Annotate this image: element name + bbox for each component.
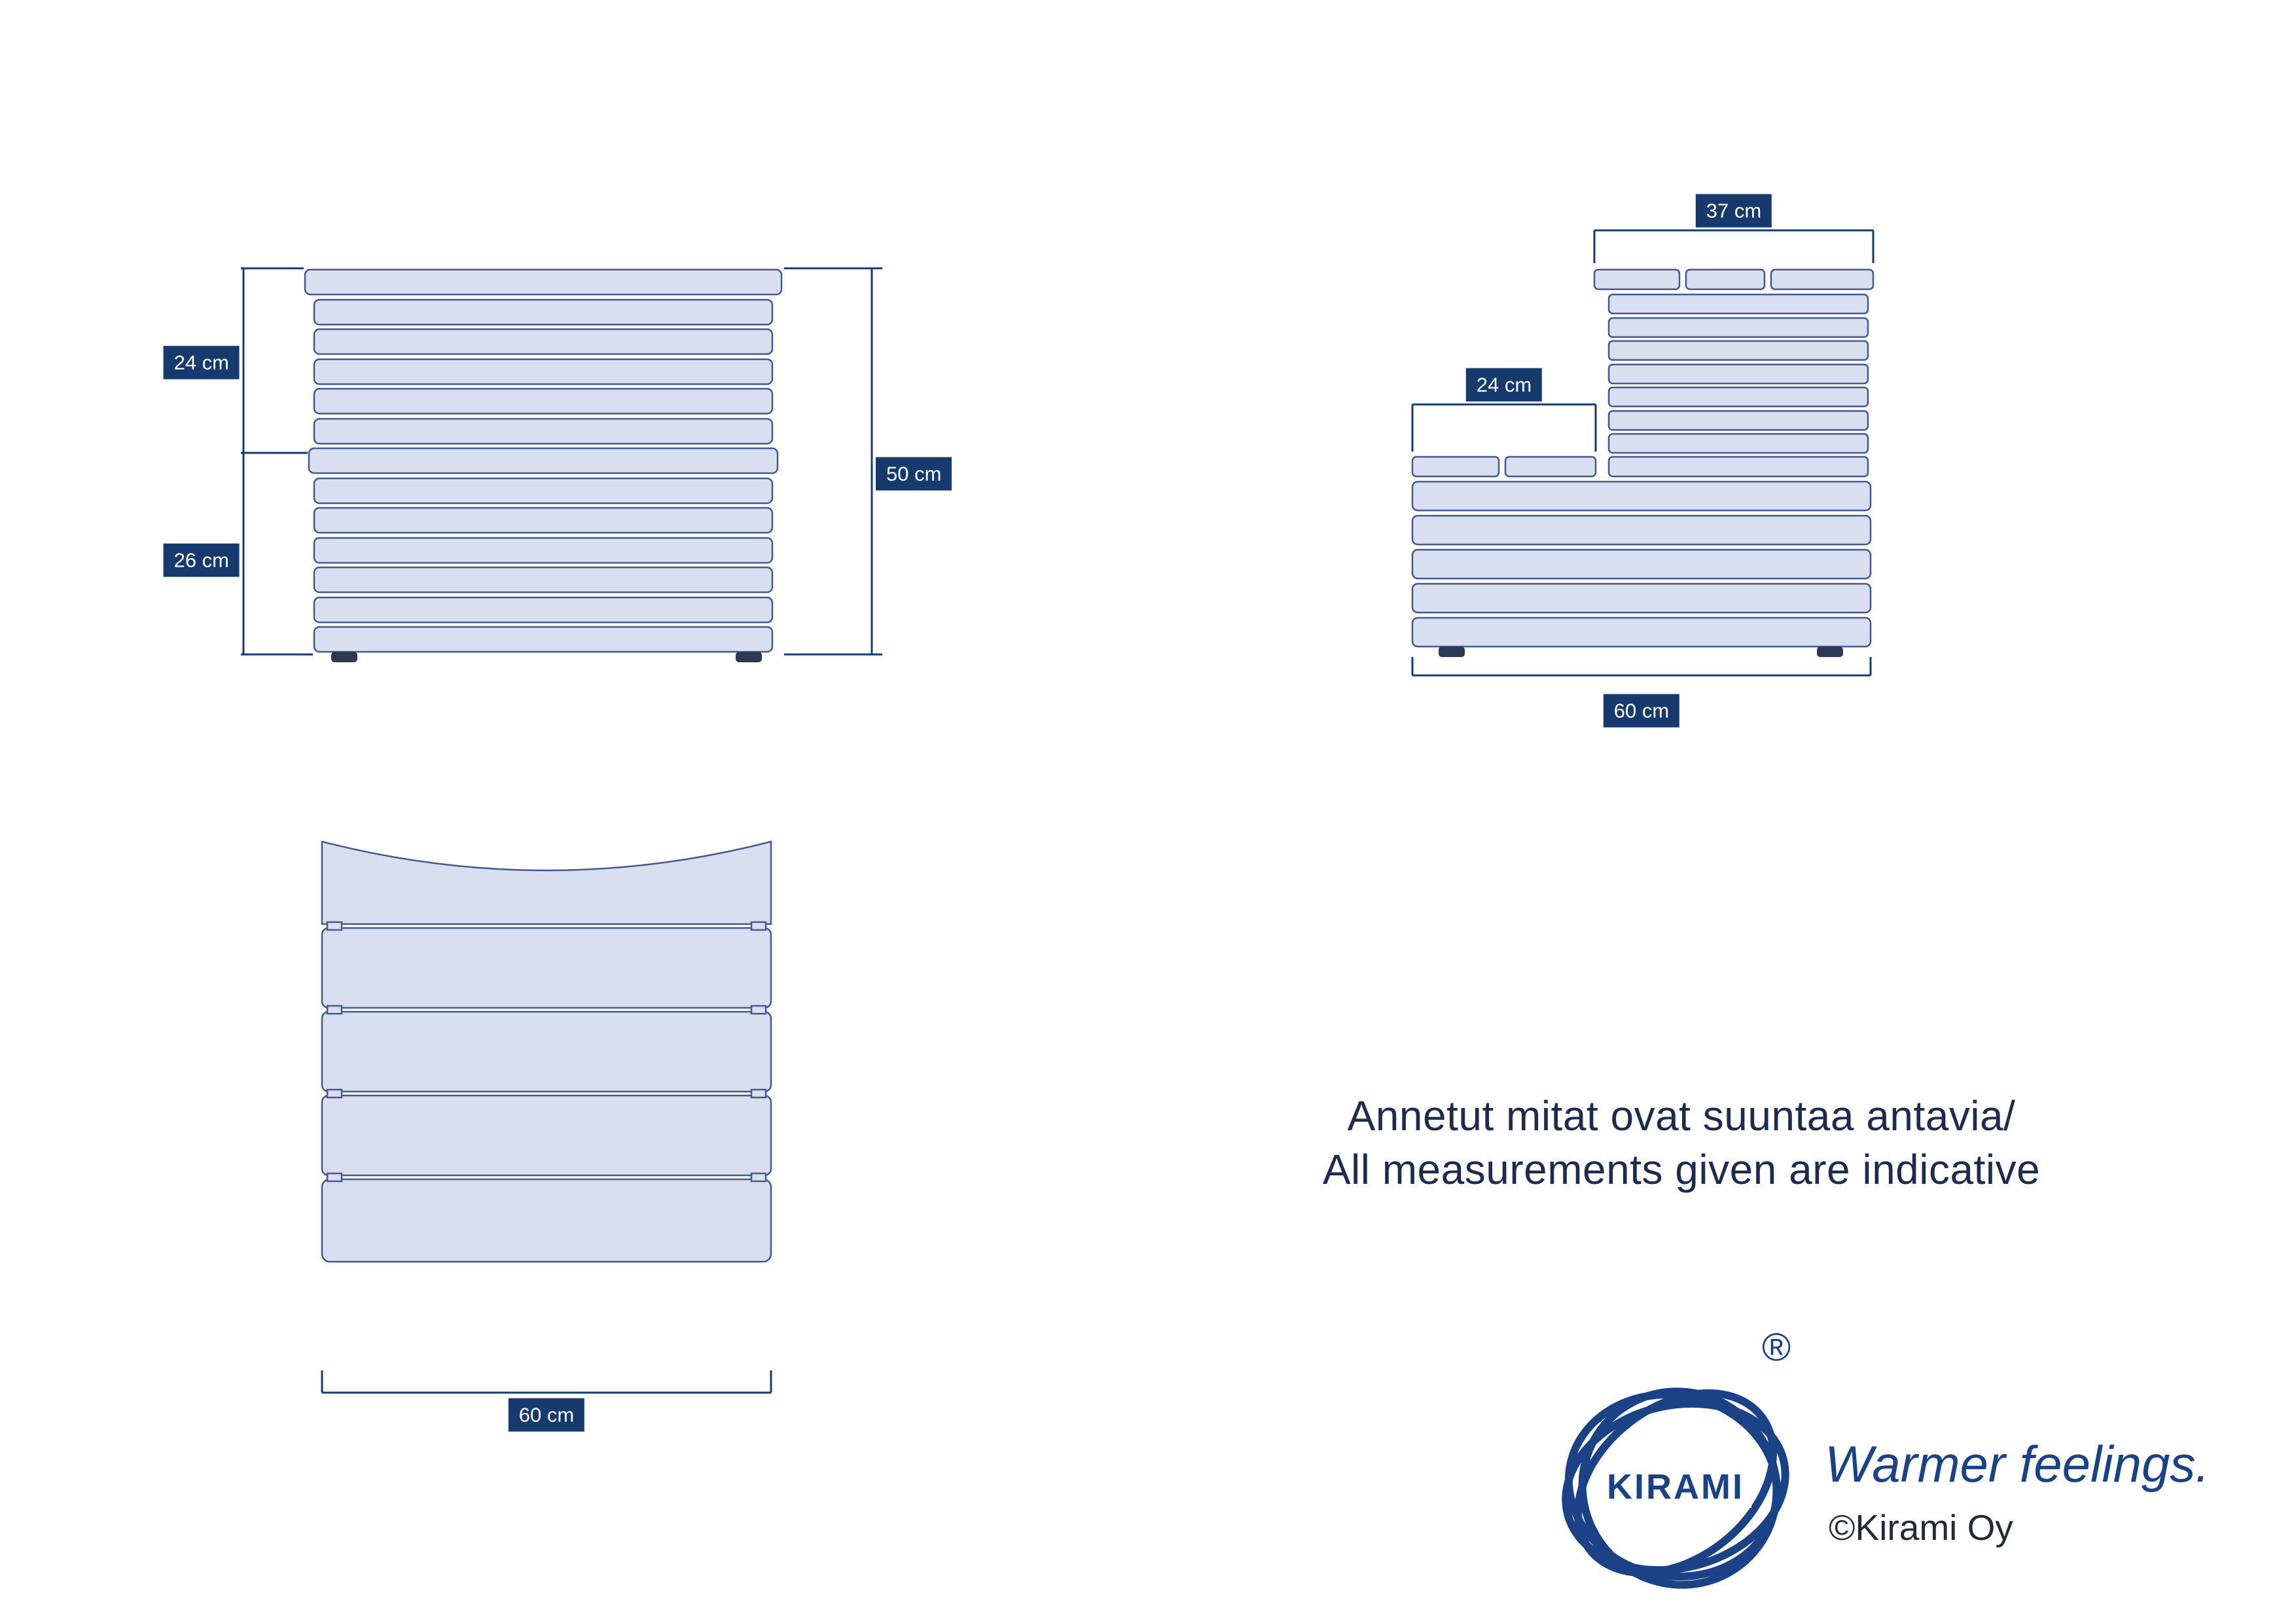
dim-label-front-upper-height: 24 cm xyxy=(163,346,240,380)
slat-board xyxy=(1411,480,1872,512)
slat-board xyxy=(1411,455,1500,478)
slat-board xyxy=(313,507,774,534)
slat-board xyxy=(321,1010,772,1093)
joint-tab xyxy=(326,921,343,931)
slat-board xyxy=(1593,268,1681,291)
slat-board xyxy=(321,1178,772,1263)
dim-label-front-total-height: 50 cm xyxy=(876,457,952,491)
slat-board xyxy=(1685,268,1766,291)
dim-label-topview-width: 60 cm xyxy=(508,1398,585,1432)
slat-board xyxy=(1607,317,1869,338)
brand-tagline: Warmer feelings. xyxy=(1825,1435,2210,1493)
slat-board xyxy=(308,447,779,474)
top-view xyxy=(321,840,772,1394)
kirami-logo: KIRAMI xyxy=(1562,1387,1789,1589)
logo-ring xyxy=(1573,1389,1778,1577)
slat-board xyxy=(313,328,774,355)
dim-label-side-step-width: 24 cm xyxy=(1465,368,1543,402)
dim-label-side-total-width: 60 cm xyxy=(1603,694,1680,728)
copyright-text: ©Kirami Oy xyxy=(1829,1507,2013,1548)
joint-tab xyxy=(326,1088,343,1099)
slat-board xyxy=(313,477,774,505)
side-view xyxy=(1411,229,1874,677)
logo-swirl xyxy=(1562,1387,1789,1589)
kirami-logo-text: KIRAMI xyxy=(1607,1467,1744,1507)
slat-board xyxy=(1504,455,1597,478)
joint-tab xyxy=(326,1005,343,1015)
slat-board xyxy=(313,596,774,624)
foot-pad xyxy=(331,652,357,662)
slat-board xyxy=(1607,293,1869,315)
foot-pad xyxy=(1817,647,1843,657)
registered-trademark-symbol: ® xyxy=(1762,1325,1791,1369)
joint-tab xyxy=(750,1088,767,1099)
slat-board xyxy=(313,358,774,385)
slat-board xyxy=(1607,455,1869,478)
slat-board xyxy=(1411,514,1872,546)
slat-board xyxy=(321,927,772,1009)
slat-board xyxy=(313,537,774,564)
top-view-dimension-lines xyxy=(321,1370,772,1394)
slat-board xyxy=(1411,548,1872,580)
slat-board xyxy=(1411,616,1872,648)
logo-ring xyxy=(1578,1387,1781,1589)
measurements-note: Annetut mitat ovat suuntaa antavia/ All … xyxy=(1141,1086,2221,1199)
dim-label-front-lower-height: 26 cm xyxy=(163,543,240,577)
foot-pad xyxy=(1439,647,1465,657)
top-view-boards xyxy=(321,840,772,1263)
logo-text-band xyxy=(1600,1466,1751,1508)
joint-tab xyxy=(326,1172,343,1183)
slat-board xyxy=(313,566,774,594)
slat-board xyxy=(313,626,774,653)
dim-label-side-top-width: 37 cm xyxy=(1695,194,1772,228)
foot-pad xyxy=(736,652,762,662)
slat-board xyxy=(313,418,774,445)
slat-board xyxy=(304,268,783,296)
note-line-finnish: Annetut mitat ovat suuntaa antavia/ xyxy=(1347,1092,2016,1139)
front-view-feet xyxy=(331,652,762,662)
side-view-slats xyxy=(1411,268,1874,648)
front-view-dimension-lines xyxy=(241,267,882,656)
slat-board xyxy=(1607,340,1869,361)
front-view-slats xyxy=(304,268,783,653)
slat-board xyxy=(1411,582,1872,614)
slat-board xyxy=(1607,363,1869,385)
joint-tab xyxy=(750,1005,767,1015)
slat-board xyxy=(1770,268,1874,291)
side-view-dimension-lines xyxy=(1411,229,1874,677)
slat-board xyxy=(1607,386,1869,408)
joint-tab xyxy=(750,1172,767,1183)
front-view xyxy=(241,267,882,662)
note-line-english: All measurements given are indicative xyxy=(1322,1146,2041,1193)
slat-board xyxy=(1607,433,1869,454)
slat-board xyxy=(321,1094,772,1177)
side-view-feet xyxy=(1439,647,1843,657)
slat-board xyxy=(313,298,774,326)
slat-board xyxy=(313,387,774,415)
slat-board xyxy=(1607,410,1869,431)
joint-tab xyxy=(750,921,767,931)
curved-top-board xyxy=(321,840,772,925)
